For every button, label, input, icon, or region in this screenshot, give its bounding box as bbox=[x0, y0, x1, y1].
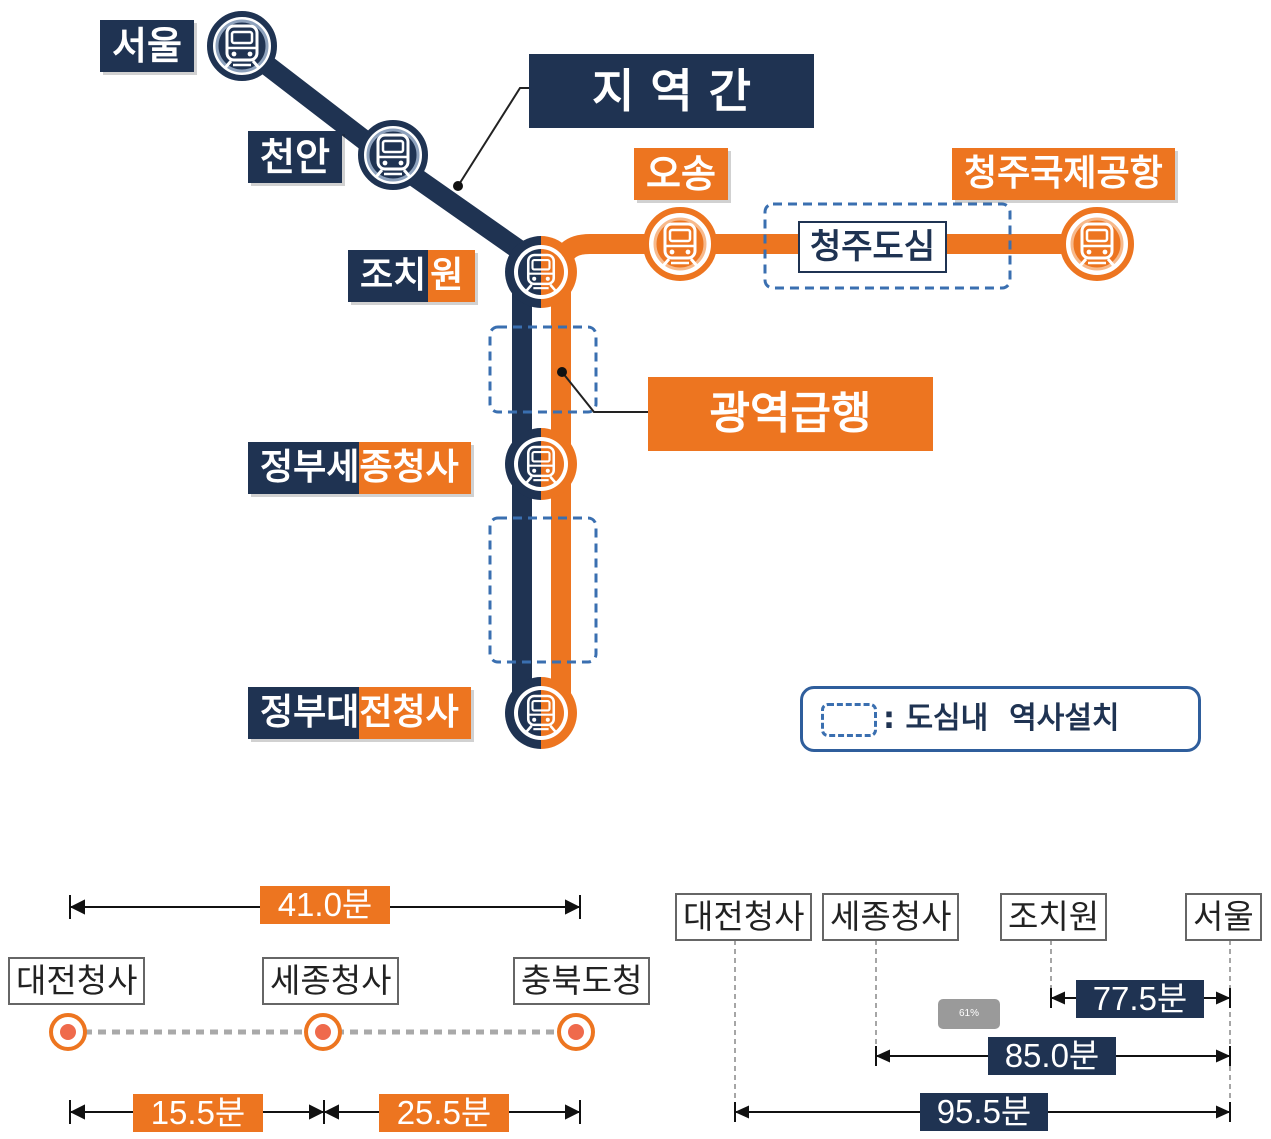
legend-text: : 도심내 역사설치 bbox=[883, 701, 1120, 736]
percent-badge: 61% bbox=[938, 999, 1000, 1029]
train-icon bbox=[1060, 207, 1134, 281]
callout-line bbox=[457, 87, 531, 187]
station-name: 대전청사 bbox=[675, 893, 813, 941]
express-line bbox=[551, 234, 1100, 712]
station-label-jochiwon-a: 조치 bbox=[348, 250, 429, 302]
express-label: 광역급행 bbox=[648, 377, 933, 451]
travel-time-badge: 85.0분 bbox=[988, 1037, 1116, 1075]
station-dot bbox=[557, 1013, 595, 1051]
travel-time-badge: 95.5분 bbox=[920, 1093, 1048, 1131]
station-label-sejong-a: 정부세 bbox=[248, 442, 360, 494]
downtown-box bbox=[488, 325, 598, 414]
legend: : 도심내 역사설치 bbox=[800, 686, 1201, 752]
train-icon bbox=[505, 428, 577, 500]
station-name: 충북도청 bbox=[513, 957, 651, 1005]
segment-time-badge: 15.5분 bbox=[133, 1094, 263, 1132]
train-icon bbox=[505, 236, 577, 308]
downtown-box bbox=[763, 202, 1012, 290]
station-label-sejong-b: 종청사 bbox=[359, 442, 471, 494]
station-name: 대전청사 bbox=[8, 957, 146, 1005]
station-label-jochiwon-b: 원 bbox=[428, 250, 476, 302]
train-icon bbox=[207, 11, 277, 81]
downtown-box bbox=[488, 516, 598, 664]
total-time-badge: 41.0분 bbox=[260, 886, 390, 924]
train-icon bbox=[643, 207, 717, 281]
station-label-cheonan: 천안 bbox=[248, 131, 342, 183]
train-icon bbox=[505, 677, 577, 749]
station-label-osong: 오송 bbox=[634, 148, 728, 200]
intercity-label: 지 역 간 bbox=[529, 54, 814, 128]
train-icon bbox=[358, 120, 428, 190]
station-label-sejong: 정부세 종청사 bbox=[248, 442, 471, 494]
station-name: 세종청사 bbox=[822, 893, 960, 941]
station-name: 세종청사 bbox=[262, 957, 400, 1005]
station-label-daejeon-b: 전청사 bbox=[359, 687, 471, 739]
downtown-label: 청주도심 bbox=[798, 221, 948, 273]
station-label-seoul: 서울 bbox=[100, 20, 194, 72]
station-label-daejeon-a: 정부대 bbox=[248, 687, 360, 739]
station-dot bbox=[304, 1013, 342, 1051]
station-name: 서울 bbox=[1185, 893, 1262, 941]
callout-line bbox=[561, 371, 648, 413]
station-label-jochiwon: 조치 원 bbox=[348, 250, 476, 302]
timeline-left bbox=[69, 895, 581, 1124]
legend-dashed-box bbox=[821, 703, 877, 737]
travel-time-badge: 77.5분 bbox=[1076, 980, 1204, 1018]
station-label-daejeon: 정부대 전청사 bbox=[248, 687, 471, 739]
station-name: 조치원 bbox=[1000, 893, 1108, 941]
station-dot bbox=[49, 1013, 87, 1051]
segment-time-badge: 25.5분 bbox=[379, 1094, 509, 1132]
station-label-cheongju-airport: 청주국제공항 bbox=[952, 148, 1175, 200]
